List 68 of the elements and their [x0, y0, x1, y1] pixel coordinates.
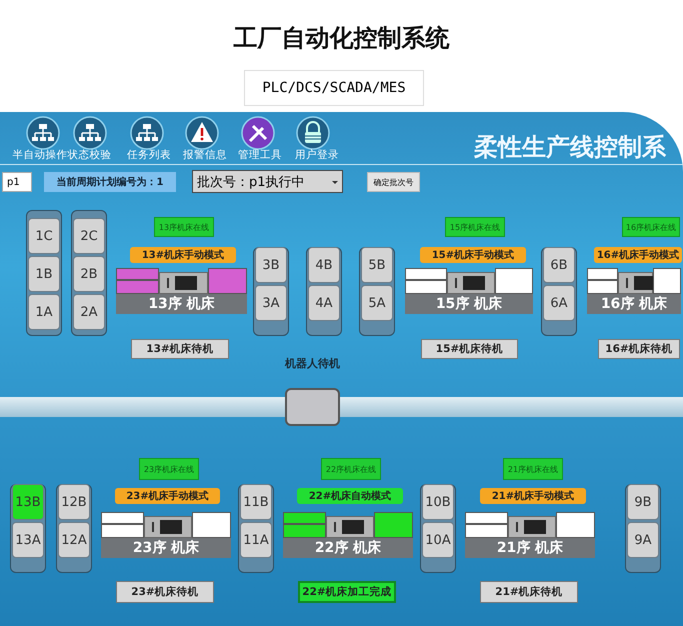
machine-label: 15序 机床 — [405, 294, 533, 314]
machine-label: 13序 机床 — [116, 294, 247, 314]
machine-box — [116, 268, 247, 314]
storage-slot: 12A — [58, 522, 90, 558]
mode-badge: 13#机床手动模式 — [130, 247, 236, 263]
mode-badge: 15#机床手动模式 — [420, 247, 526, 263]
storage-slot: 3B — [255, 247, 287, 283]
storage-slot: 4A — [308, 285, 340, 321]
storage-slot: 2A — [73, 294, 105, 330]
status-badge: 16序机床在线 — [622, 217, 680, 237]
mode-badge: 16#机床手动模式 — [594, 247, 682, 263]
toolbar-label: 任务列表 — [126, 148, 172, 162]
toolbar-label: 用户登录 — [294, 148, 340, 162]
dropdown: 批次号：p1执行中 — [192, 170, 343, 193]
status-badge: 21序机床在线 — [503, 458, 563, 480]
status-box: 22#机床加工完成 — [298, 581, 396, 603]
storage-slot: 10A — [422, 522, 454, 558]
storage-slot: 5B — [361, 247, 393, 283]
status-badge: 13序机床在线 — [154, 217, 214, 237]
storage-slot: 6A — [543, 285, 575, 321]
storage-slot: 9A — [627, 522, 659, 558]
confirm-button: 确定批次号 — [367, 172, 420, 192]
machine-box — [587, 268, 681, 314]
machine-label: 23序 机床 — [101, 538, 231, 558]
storage-slot: 2C — [73, 218, 105, 254]
robot-box — [285, 388, 340, 426]
status-badge: 15序机床在线 — [445, 217, 505, 237]
storage-slot: 12B — [58, 484, 90, 520]
storage-slot: 11B — [240, 484, 272, 520]
storage-slot: 13A — [12, 522, 44, 558]
machine-label: 22序 机床 — [283, 538, 413, 558]
subtitle-box: PLC/DCS/SCADA/MES — [244, 70, 424, 106]
status-badge: 23序机床在线 — [139, 458, 199, 480]
status-box: 16#机床待机 — [598, 339, 680, 359]
machine-box — [283, 512, 413, 558]
status-box: 21#机床待机 — [480, 581, 578, 603]
machine-box — [405, 268, 533, 314]
toolbar-label: 报警信息 — [182, 148, 228, 162]
storage-slot: 1C — [28, 218, 60, 254]
storage-slot: 2B — [73, 256, 105, 292]
status-box: 23#机床待机 — [116, 581, 214, 603]
machine-label: 16序 机床 — [587, 294, 681, 314]
plan-number-label: 当前周期计划编号为：1 — [44, 172, 176, 192]
storage-slot: 11A — [240, 522, 272, 558]
mode-badge: 22#机床自动模式 — [297, 488, 403, 504]
machine-box — [101, 512, 231, 558]
status-box: 13#机床待机 — [131, 339, 229, 359]
storage-slot: 1A — [28, 294, 60, 330]
title: 工厂自动化控制系统 — [232, 23, 450, 54]
panel-heading: 柔性生产线控制系 — [474, 132, 666, 163]
mode-badge: 23#机床手动模式 — [115, 488, 220, 504]
storage-slot: 4B — [308, 247, 340, 283]
toolbar-label: 半自动操作状态校验 — [12, 148, 112, 162]
robot-status-label: 机器人待机 — [284, 356, 341, 371]
machine-label: 21序 机床 — [465, 538, 595, 558]
storage-slot: 6B — [543, 247, 575, 283]
machine-box — [465, 512, 595, 558]
storage-slot: 13B — [12, 484, 44, 520]
storage-slot: 10B — [422, 484, 454, 520]
storage-slot: 5A — [361, 285, 393, 321]
mode-badge: 21#机床手动模式 — [480, 488, 586, 504]
storage-slot: 3A — [255, 285, 287, 321]
status-badge: 22序机床在线 — [321, 458, 381, 480]
input-field: p1 — [2, 172, 32, 192]
storage-slot: 1B — [28, 256, 60, 292]
toolbar-label: 管理工具 — [237, 148, 283, 162]
storage-slot: 9B — [627, 484, 659, 520]
status-box: 15#机床待机 — [421, 339, 518, 359]
